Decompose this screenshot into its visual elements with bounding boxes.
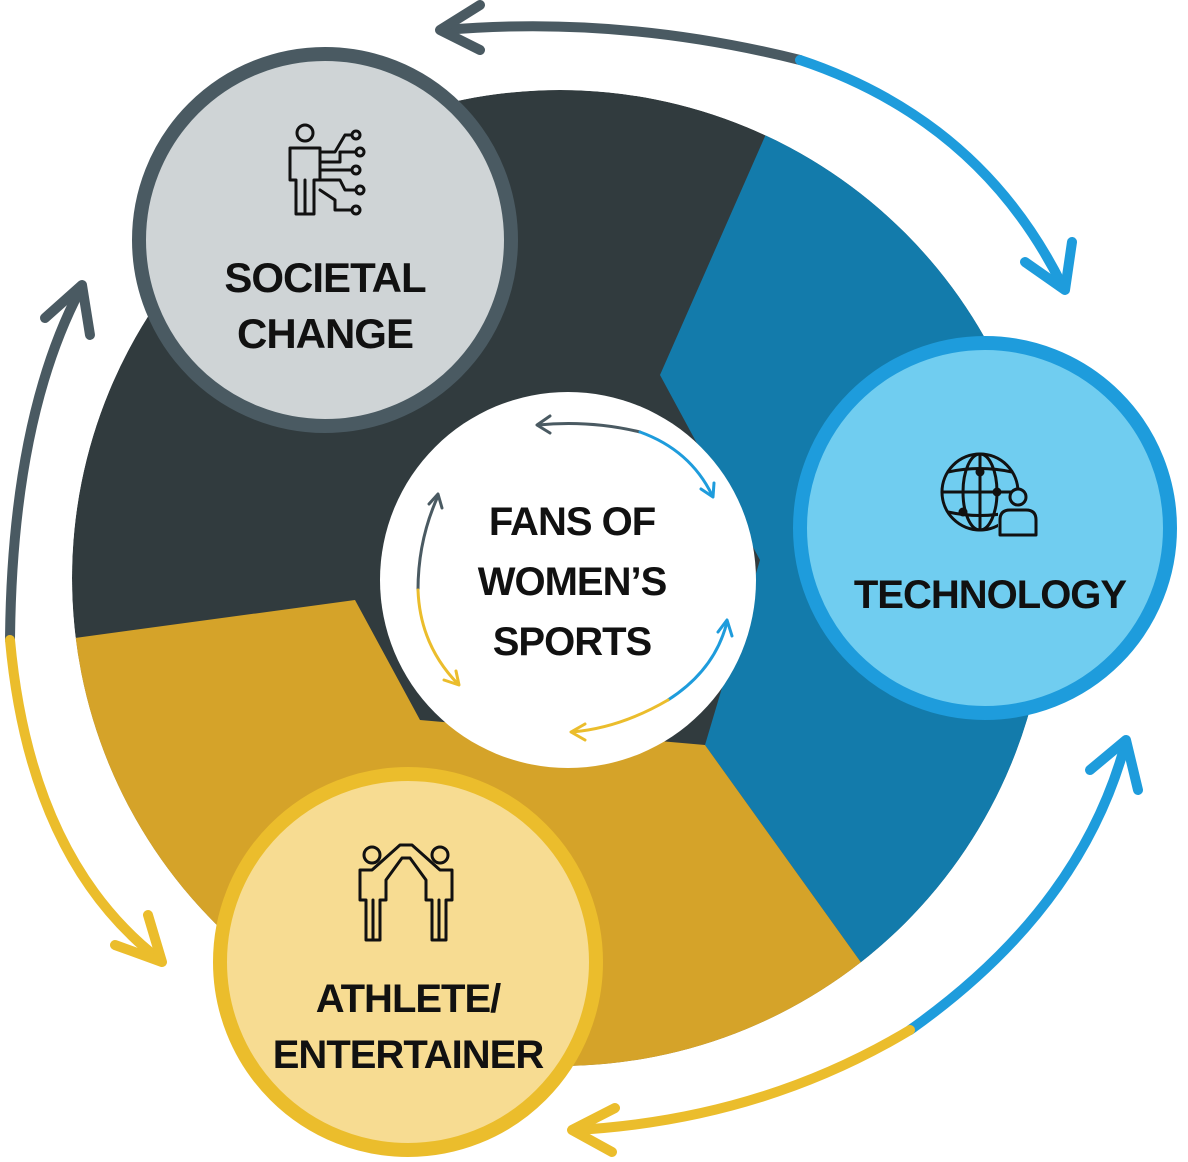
athlete-label-line-1: ATHLETE/ xyxy=(316,977,501,1021)
arrow-right-gold-head xyxy=(567,1103,620,1157)
arrow-left-gray-head xyxy=(40,280,95,340)
societal-label-line-2: CHANGE xyxy=(237,310,413,357)
inner-arrow-right-blue-head xyxy=(716,618,734,638)
inner-cycle-arrows xyxy=(416,414,734,742)
globe-user-icon xyxy=(940,452,1040,537)
inner-arrow-right-blue xyxy=(666,620,729,702)
inner-arrow-left-gold-head xyxy=(442,669,461,687)
inner-arrow-left-gold xyxy=(416,588,460,686)
arrow-left-gray xyxy=(5,285,85,645)
center-label-line-3: SPORTS xyxy=(493,620,652,664)
arrow-left-gold-head xyxy=(110,910,167,967)
arrow-top-gray-head xyxy=(435,0,485,55)
arrow-top-gray xyxy=(440,21,805,65)
inner-arrow-top-gray-head xyxy=(535,414,552,435)
athlete-label-line-2: ENTERTAINER xyxy=(273,1033,545,1077)
arrow-right-blue-head xyxy=(1085,735,1143,795)
center-label-line-1: FANS OF xyxy=(489,500,655,544)
inner-arrow-left-gray xyxy=(416,494,440,592)
high-five-people-icon xyxy=(358,843,454,942)
arrow-top-blue-head xyxy=(1020,237,1077,295)
node-athlete-entertainer: ATHLETE/ ENTERTAINER xyxy=(213,767,603,1157)
inner-arrow-top-blue-head xyxy=(699,481,716,499)
technology-label: TECHNOLOGY xyxy=(854,573,1128,617)
societal-label-line-1: SOCIETAL xyxy=(224,254,426,301)
arrow-left-gold xyxy=(5,635,165,965)
node-technology: TECHNOLOGY xyxy=(793,336,1177,720)
inner-arrow-right-gold-head xyxy=(569,722,587,742)
inner-arrow-top-gray xyxy=(536,422,642,434)
arrow-right-gold xyxy=(570,1025,915,1135)
inner-arrow-top-blue xyxy=(638,430,714,497)
center-node: FANS OF WOMEN’S SPORTS xyxy=(380,392,756,768)
inner-arrow-right-gold xyxy=(570,698,670,734)
outer-cycle-arrows xyxy=(5,0,1143,1157)
arrow-right-blue xyxy=(905,740,1130,1035)
inner-arrow-left-gray-head xyxy=(427,492,444,510)
node-societal-change: SOCIETAL CHANGE xyxy=(132,47,518,433)
person-network-icon xyxy=(288,123,366,216)
center-label-line-2: WOMEN’S xyxy=(478,560,667,604)
arrow-top-blue xyxy=(795,55,1067,290)
